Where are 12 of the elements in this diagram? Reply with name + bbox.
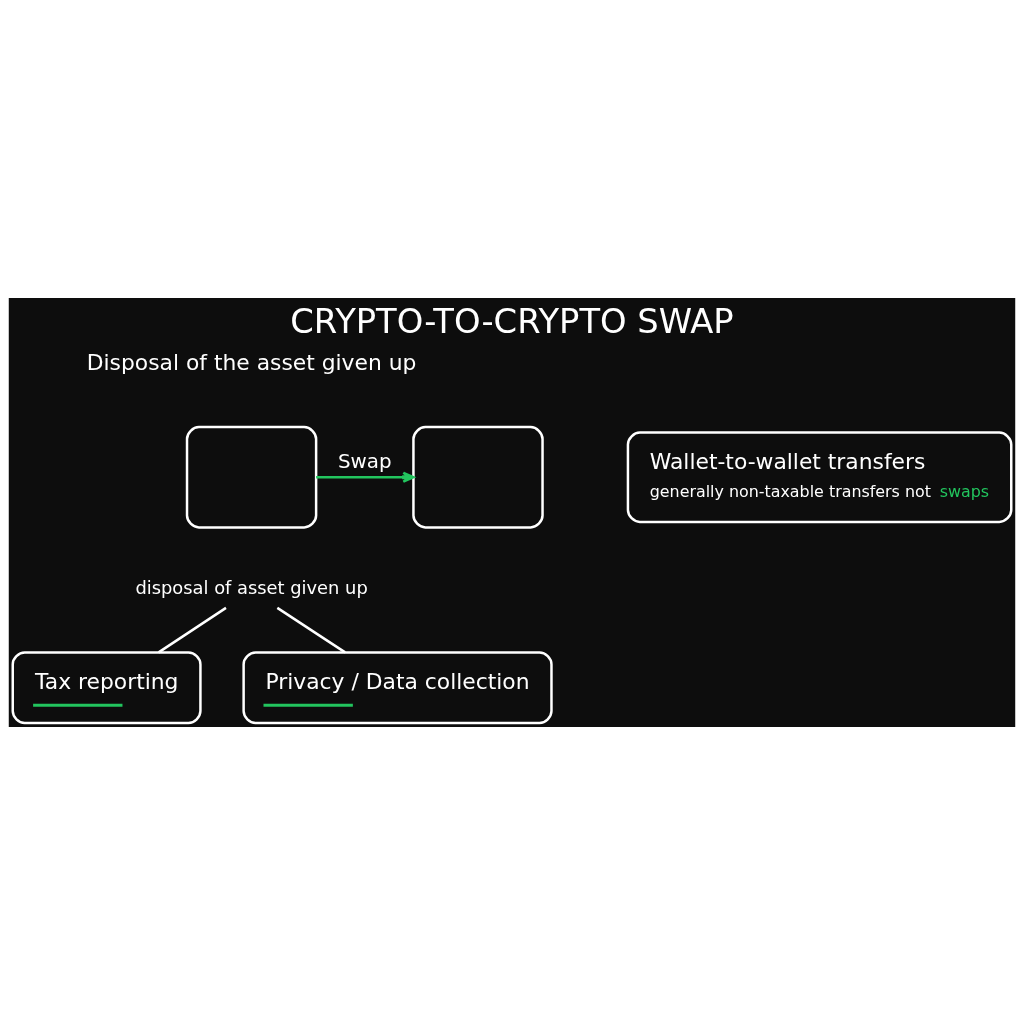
label: Disposal of the asset given up bbox=[86, 349, 417, 375]
arrow bbox=[316, 471, 415, 483]
node-wallet bbox=[185, 425, 318, 529]
node-box: Tax reporting bbox=[11, 650, 202, 724]
connector bbox=[157, 606, 227, 653]
node-wallet bbox=[412, 425, 544, 529]
node-box: Privacy / Data collection bbox=[242, 650, 553, 724]
node-text: disposal of asset given up bbox=[135, 576, 368, 598]
connector bbox=[276, 606, 346, 653]
node-box: Wallet-to-wallet transfers generally non-taxable transfers not swaps bbox=[626, 430, 1013, 523]
diagram-title: CRYPTO-TO-CRYPTO SWAP bbox=[290, 301, 734, 341]
edge-label: Swap bbox=[337, 449, 392, 473]
